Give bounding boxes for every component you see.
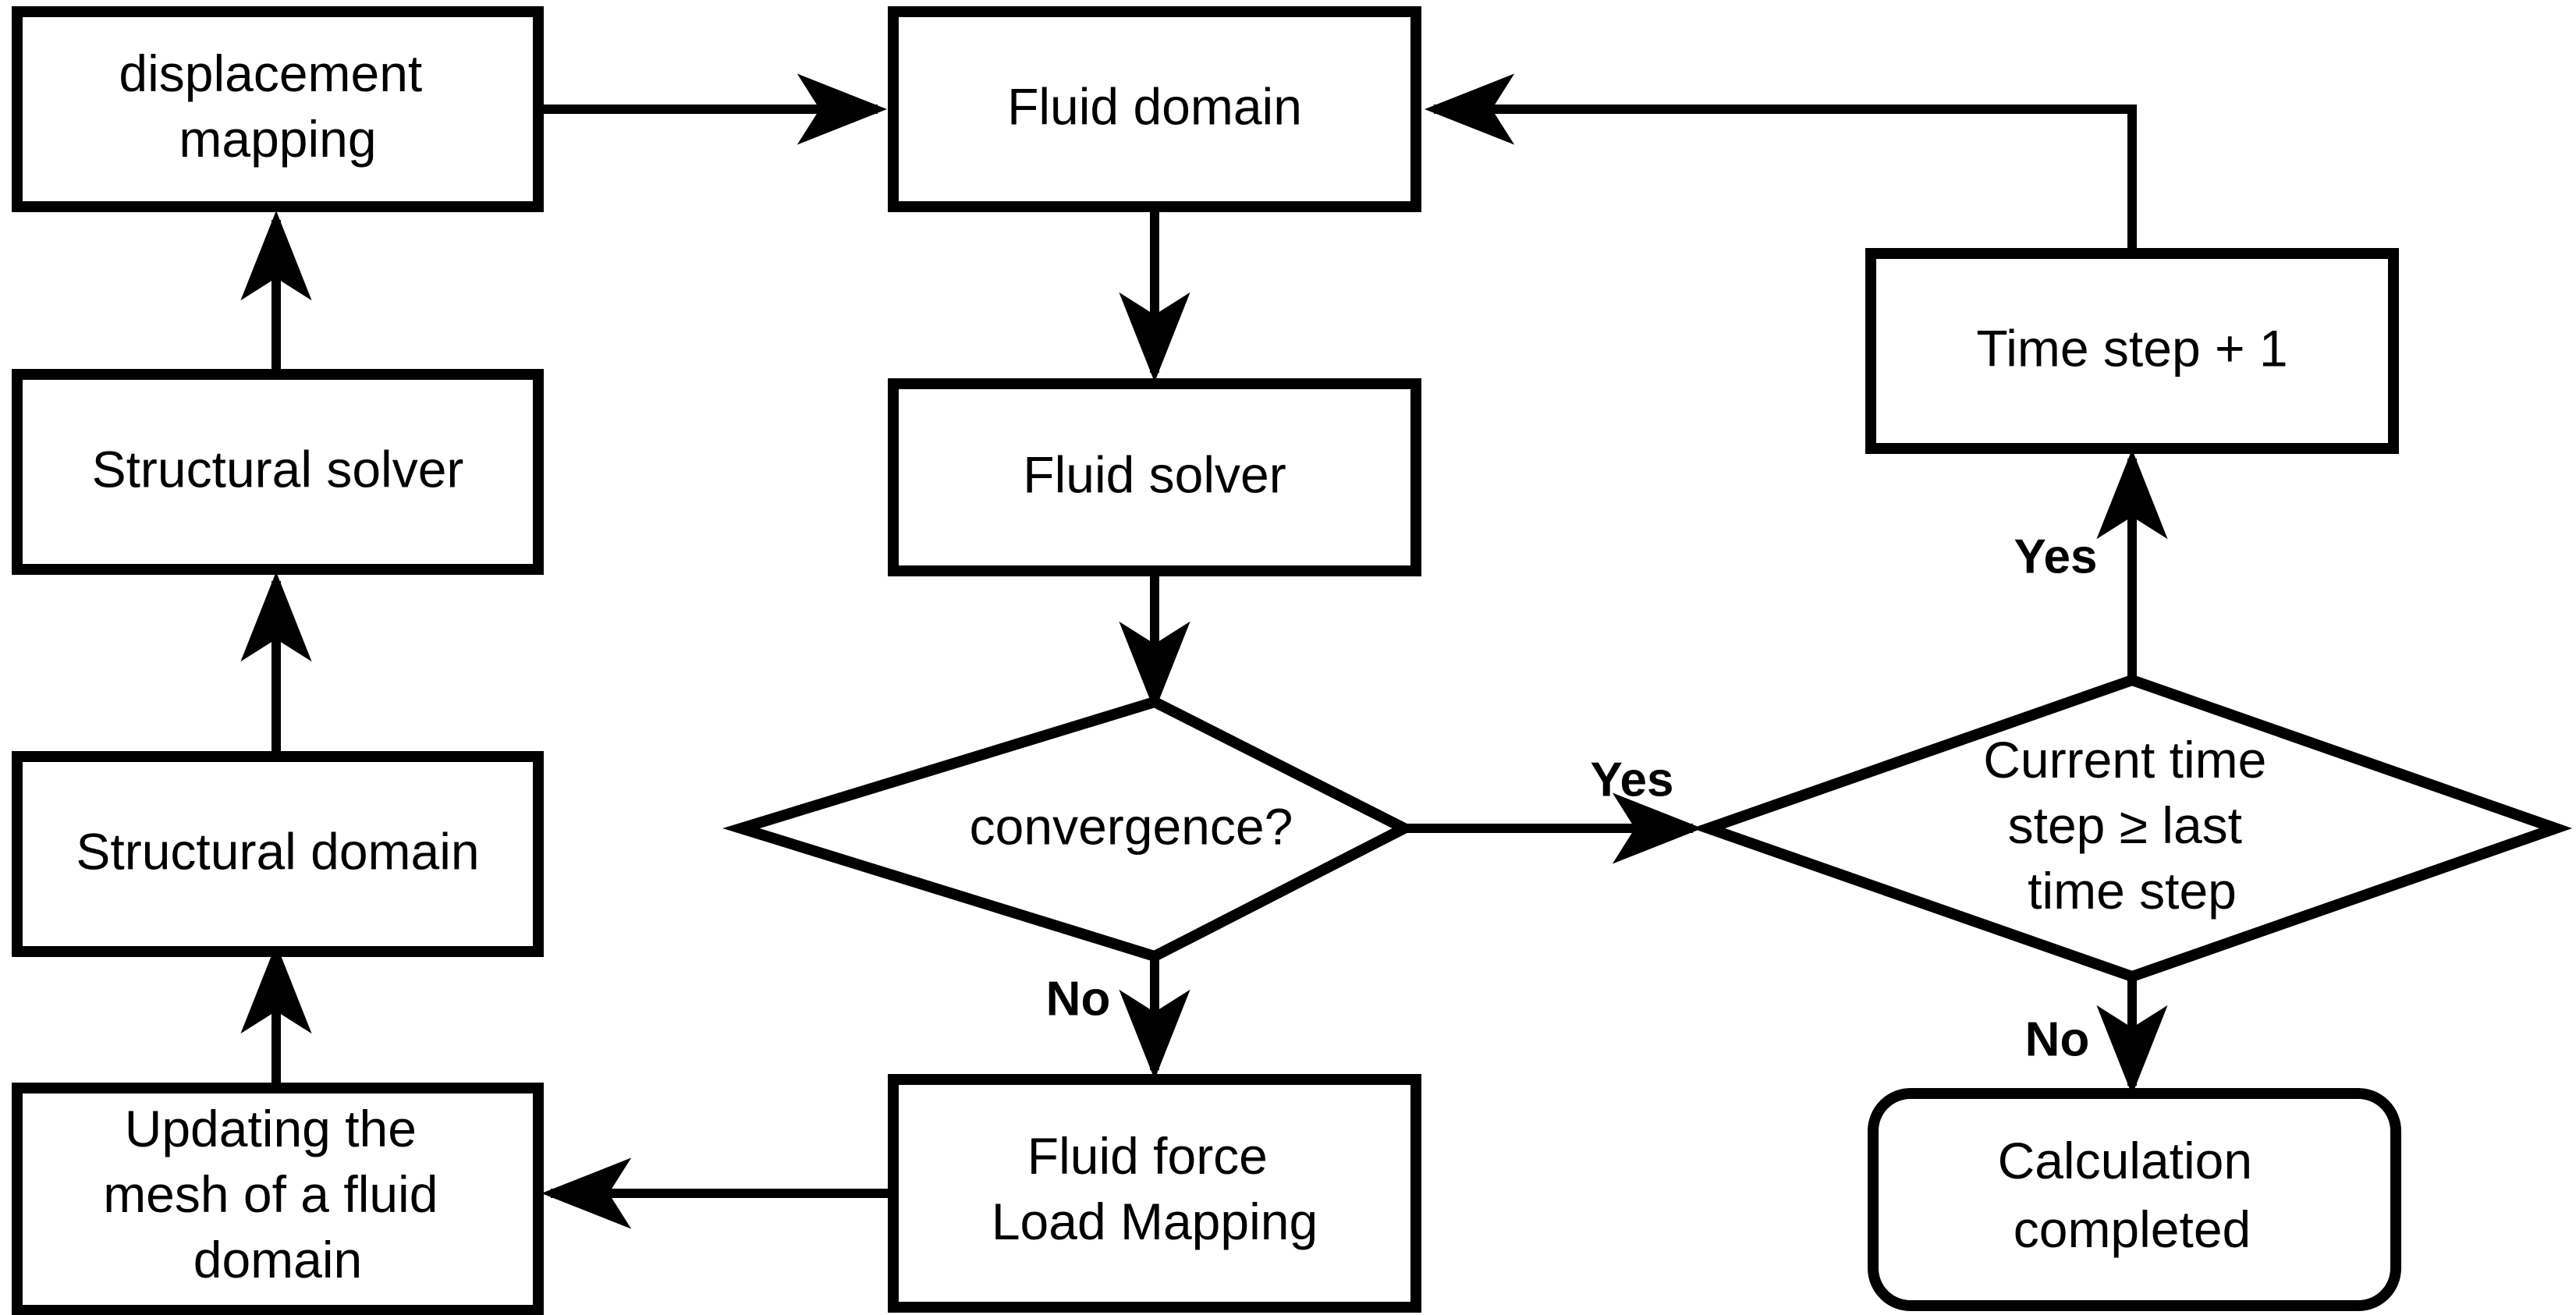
edge-label-convergence-no: No — [1046, 972, 1111, 1026]
node-shapes — [12, 6, 2573, 1315]
node-fluid-domain-shape[interactable] — [888, 6, 1421, 212]
node-time-step-shape[interactable] — [1865, 248, 2399, 454]
node-fluid-solver-shape[interactable] — [888, 378, 1421, 576]
node-updating-mesh-shape[interactable] — [12, 1083, 544, 1315]
node-fluid-force-label: Fluid force Load Mapping — [992, 1127, 1318, 1250]
node-current-time-step-shape[interactable] — [1691, 674, 2573, 983]
node-calculation-completed-shape[interactable] — [1868, 1088, 2401, 1311]
edge-labels: Yes No Yes No — [1046, 530, 2098, 1066]
node-structural-solver-label: Structural solver — [92, 440, 464, 498]
node-fluid-force-shape[interactable] — [888, 1074, 1421, 1313]
node-displacement-mapping-label: displacement mapping — [119, 44, 436, 168]
edge-label-time-check-yes: Yes — [2014, 530, 2098, 583]
node-fluid-domain-label: Fluid domain — [1007, 77, 1302, 135]
node-structural-solver-shape[interactable] — [12, 369, 544, 575]
node-structural-domain-label: Structural domain — [76, 822, 479, 880]
node-labels: displacement mapping Fluid domain Time s… — [76, 44, 2287, 1288]
node-convergence-label: convergence? — [970, 797, 1293, 855]
edge-label-time-check-no: No — [2025, 1012, 2090, 1066]
node-time-step-label: Time step + 1 — [1976, 319, 2287, 377]
node-calculation-completed-label: Calculation completed — [1998, 1132, 2267, 1258]
node-fluid-solver-label: Fluid solver — [1023, 445, 1286, 503]
node-displacement-mapping-shape[interactable] — [12, 6, 544, 212]
node-current-time-step-label: Current time step ≥ last time step — [1983, 731, 2280, 920]
node-convergence-shape[interactable] — [722, 696, 1417, 962]
node-structural-domain-shape[interactable] — [12, 751, 544, 957]
edge-time-step-to-fluid-domain — [1425, 73, 2137, 253]
edge-label-convergence-yes: Yes — [1591, 753, 1674, 806]
connectors — [240, 73, 2168, 1229]
node-updating-mesh-label: Updating the mesh of a fluid domain — [103, 1100, 452, 1288]
